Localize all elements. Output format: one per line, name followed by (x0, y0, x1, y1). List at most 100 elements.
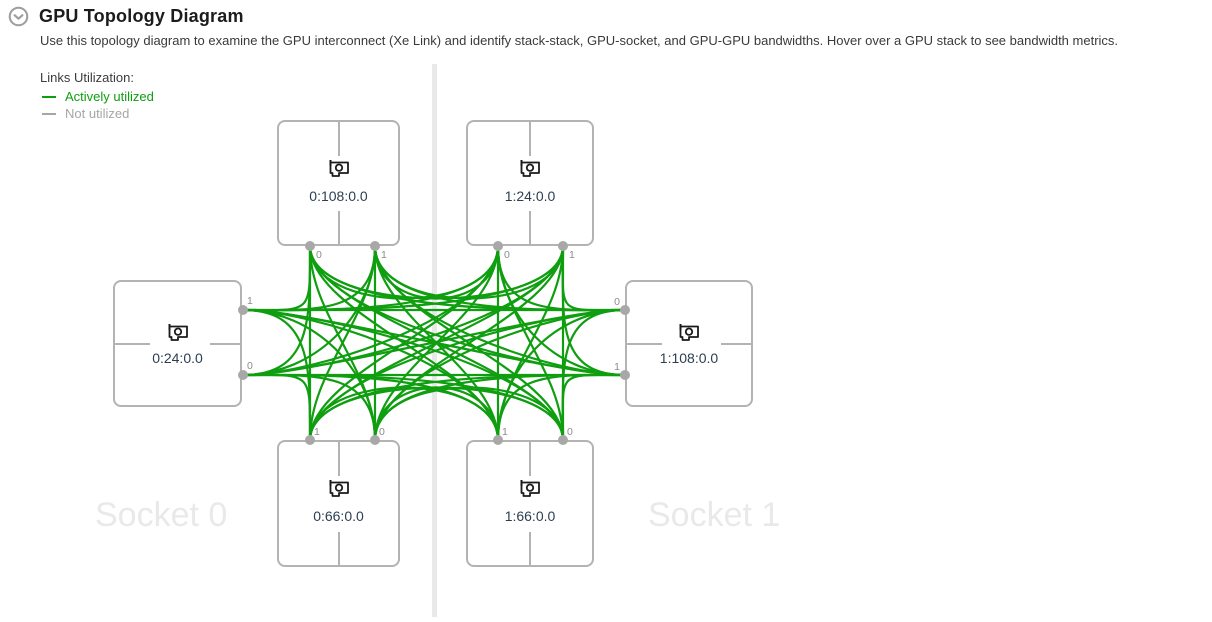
stack-divider (721, 342, 751, 345)
legend-item-active: Actively utilized (40, 88, 154, 105)
xe-link (308, 245, 500, 441)
xe-link (561, 245, 626, 377)
xe-link (373, 386, 565, 441)
xe-link (373, 245, 565, 441)
gpu-card-icon (679, 324, 699, 341)
xe-link (373, 373, 626, 441)
xe-link (308, 245, 500, 300)
stack-number-label: 1 (314, 426, 320, 438)
stack-number-label: 1 (569, 249, 575, 261)
stack-divider (529, 532, 531, 565)
xe-link (242, 308, 377, 441)
gpu-label: 0:108:0.0 (309, 188, 368, 204)
chevron-down-circle-icon[interactable] (8, 6, 29, 27)
gpu-card-icon (520, 160, 540, 177)
stack-divider (337, 211, 340, 244)
gpu-label: 0:66:0.0 (313, 508, 364, 524)
xe-link (242, 373, 312, 441)
stack-divider (627, 342, 662, 345)
stack-divider (337, 122, 340, 156)
stack-divider (529, 211, 531, 244)
section-description: Use this topology diagram to examine the… (40, 33, 1119, 48)
xe-link (561, 373, 626, 441)
xe-link (308, 245, 626, 377)
xe-link (242, 245, 565, 377)
stack-number-label: 1 (247, 295, 253, 307)
stack-number-label: 0 (379, 426, 385, 438)
xe-link (496, 245, 565, 441)
legend-label: Not utilized (65, 106, 130, 121)
xe-link (561, 308, 626, 441)
xe-link (373, 245, 565, 441)
xe-link (242, 245, 565, 312)
xe-link (496, 245, 565, 441)
idle-link-swatch (42, 112, 56, 115)
xe-link (373, 308, 626, 441)
xe-link (496, 308, 626, 441)
xe-link (308, 245, 377, 441)
xe-link (308, 245, 500, 441)
xe-link (308, 386, 500, 441)
xe-link (373, 245, 626, 377)
gpu-label: 0:24:0.0 (152, 350, 203, 366)
stack-number-label: 0 (316, 249, 322, 261)
stack-divider (529, 122, 531, 156)
gpu-label: 1:108:0.0 (659, 350, 719, 366)
legend-title: Links Utilization: (40, 70, 134, 85)
gpu-node-1-24[interactable]: 1:24:0.0 (466, 120, 594, 246)
xe-link (308, 308, 626, 441)
xe-link (242, 245, 377, 312)
socket-0-watermark: Socket 0 (95, 496, 228, 534)
section-header: GPU Topology Diagram (8, 6, 244, 27)
xe-link (308, 373, 626, 441)
stack-number-label: 1 (502, 426, 508, 438)
stack-number-label: 1 (614, 361, 620, 373)
gpu-card-icon (329, 160, 349, 177)
gpu-label: 1:24:0.0 (504, 188, 556, 204)
xe-link (242, 308, 565, 441)
stack-divider (337, 532, 340, 565)
stack-number-label: 0 (247, 360, 253, 372)
gpu-card-icon (520, 480, 540, 497)
stack-number-label: 0 (614, 296, 620, 308)
page-title: GPU Topology Diagram (39, 6, 244, 26)
gpu-card-icon (168, 324, 188, 341)
legend-label: Actively utilized (65, 89, 154, 104)
xe-link (242, 308, 312, 441)
xe-link (242, 308, 500, 441)
stack-divider (337, 442, 340, 476)
xe-link (242, 245, 500, 312)
xe-link (308, 245, 377, 441)
xe-link (242, 245, 500, 377)
gpu-node-1-66[interactable]: 1:66:0.0 (466, 440, 594, 567)
gpu-node-1-108[interactable]: 1:108:0.0 (625, 280, 753, 407)
active-link-swatch (42, 95, 56, 98)
stack-divider (115, 342, 150, 345)
gpu-node-0-66[interactable]: 0:66:0.0 (277, 440, 400, 567)
xe-link (242, 245, 377, 377)
socket-1-watermark: Socket 1 (648, 496, 781, 534)
xe-link (242, 245, 312, 312)
xe-link (561, 245, 626, 312)
links-utilization-legend: Links Utilization: Actively utilized Not… (40, 70, 154, 122)
xe-link (308, 245, 626, 312)
gpu-label: 1:66:0.0 (504, 508, 556, 524)
xe-link (242, 373, 500, 441)
stack-divider (210, 342, 240, 345)
xe-link (496, 245, 626, 312)
xe-link (496, 245, 626, 377)
stack-number-label: 0 (567, 426, 573, 438)
gpu-node-0-24[interactable]: 0:24:0.0 (113, 280, 242, 407)
xe-link (373, 245, 565, 300)
stack-number-label: 1 (381, 249, 387, 261)
xe-link (242, 245, 312, 377)
stack-divider (529, 442, 531, 476)
xe-link (496, 373, 626, 441)
gpu-node-0-108[interactable]: 0:108:0.0 (277, 120, 400, 246)
stack-number-label: 0 (504, 249, 510, 261)
socket-divider (432, 64, 437, 617)
xe-link (242, 373, 377, 441)
xe-link (242, 373, 565, 441)
legend-item-idle: Not utilized (40, 105, 154, 122)
xe-link (373, 245, 626, 312)
